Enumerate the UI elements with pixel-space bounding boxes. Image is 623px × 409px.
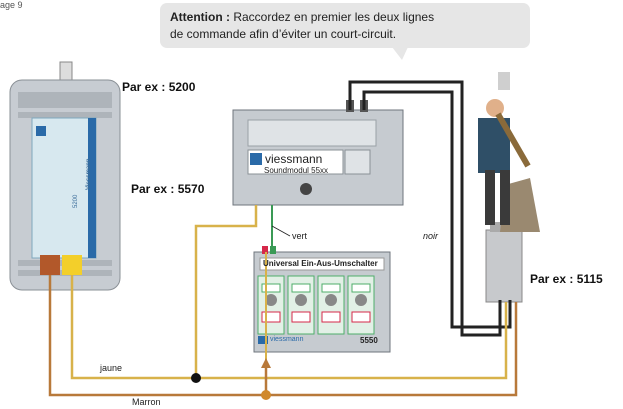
- callout-prefix: Attention :: [170, 10, 230, 24]
- callout-line2: de commande afin d’éviter un court-circu…: [170, 27, 397, 41]
- switch-panel-brand: viessmann: [270, 336, 304, 343]
- transformer-model: 5200: [73, 194, 79, 208]
- label-yellow-wire: jaune: [100, 363, 123, 373]
- label-green-wire: vert: [292, 231, 308, 241]
- switch-panel-model: 5550: [360, 336, 378, 345]
- label-transformer: Par ex : 5200: [122, 80, 196, 94]
- corner-text: age 9: [0, 0, 23, 10]
- switch-panel-5550: [253, 246, 391, 353]
- callout-line1: Raccordez en premier les deux lignes: [233, 10, 435, 24]
- junction-yellow: [191, 373, 201, 383]
- label-figure: Par ex : 5115: [530, 272, 603, 286]
- callout-text: Attention : Raccordez en premier les deu…: [170, 9, 525, 43]
- figure-5115: [478, 72, 540, 303]
- sound-module-brand: viessmann: [265, 152, 323, 166]
- sound-module-model: Soundmodul 55xx: [264, 166, 329, 175]
- sound-module-5570: [232, 100, 404, 206]
- label-black-wire: noir: [423, 231, 439, 241]
- callout-pointer: [392, 47, 408, 60]
- junction-brown: [261, 390, 271, 400]
- transformer-5200: [9, 61, 121, 291]
- brown-terminal: [40, 255, 60, 275]
- label-brown-wire: Marron: [132, 397, 161, 407]
- transformer-brand: Viessmann: [86, 158, 92, 190]
- switch-panel-title: Universal Ein-Aus-Umschalter: [263, 259, 378, 268]
- label-sound-module: Par ex : 5570: [131, 182, 205, 196]
- attention-callout: [160, 3, 530, 48]
- yellow-terminal: [62, 255, 82, 275]
